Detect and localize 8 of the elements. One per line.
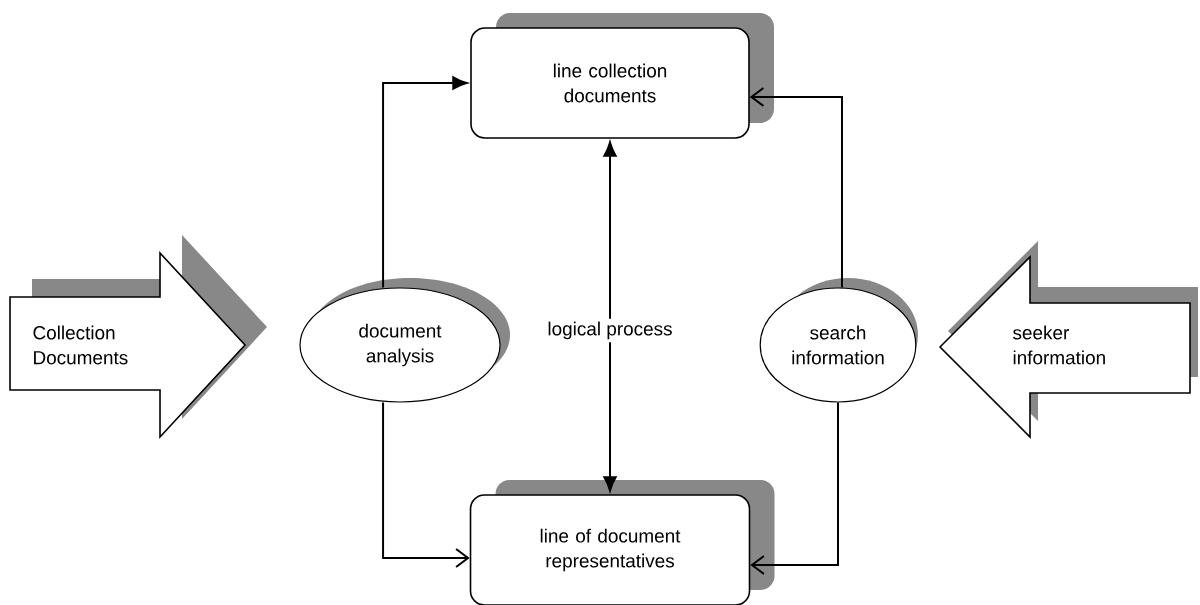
arrow bbox=[382, 401, 470, 568]
arrow bbox=[603, 141, 617, 492]
rounded-box: line of document representatives bbox=[469, 480, 775, 605]
rounded-box: line collection documents bbox=[470, 13, 774, 139]
edge-label: logical process bbox=[544, 318, 676, 343]
arrow bbox=[749, 87, 843, 289]
arrow bbox=[382, 76, 468, 289]
arrow bbox=[750, 401, 839, 575]
